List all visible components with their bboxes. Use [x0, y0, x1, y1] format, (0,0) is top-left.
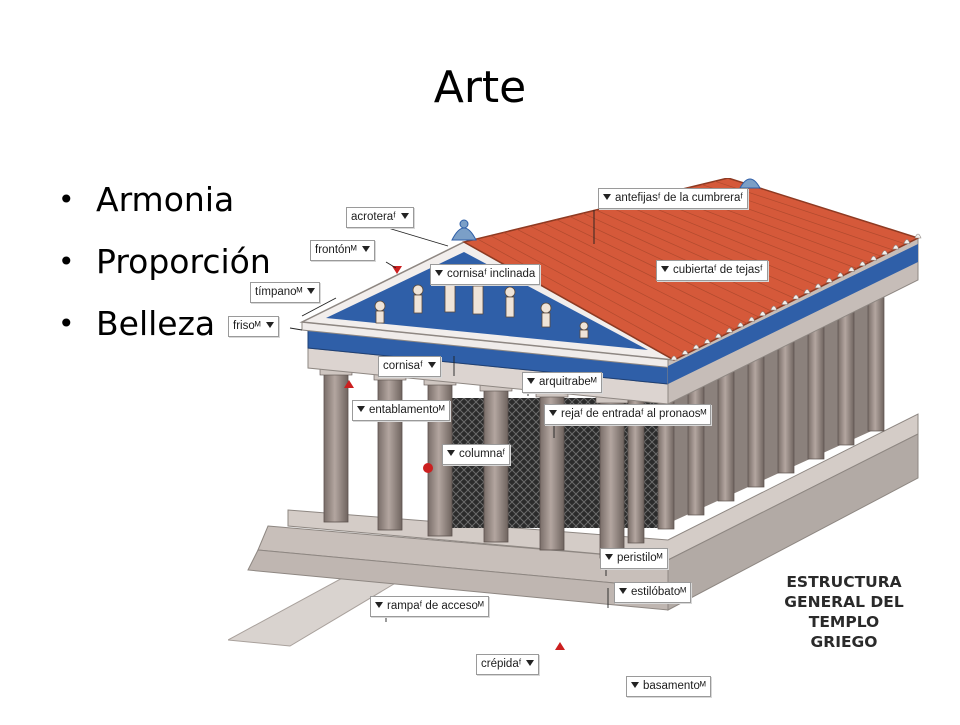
chevron-down-icon: [361, 246, 370, 252]
column: [599, 401, 625, 559]
label-pediment: frontónᴹ: [310, 240, 375, 261]
red-markers: [344, 266, 565, 650]
antefix: [836, 272, 844, 278]
antefix: [714, 333, 722, 339]
antefix: [703, 339, 711, 344]
column: [483, 389, 509, 543]
antefix: [892, 244, 900, 250]
antefix: [681, 350, 689, 355]
chevron-down-icon: [605, 554, 613, 560]
antefix: [848, 266, 855, 272]
antefix: [825, 278, 833, 283]
bullet-item: Proporción: [58, 238, 271, 300]
greek-temple-diagram: antefijasᶠ de la cumbreraᶠ acroteraᶠ fro…: [226, 177, 934, 720]
antefix: [737, 322, 744, 328]
label-peristyle: peristiloᴹ: [600, 548, 668, 569]
temple-illustration: [226, 177, 922, 650]
roof-tile-row: [477, 238, 687, 355]
roof-tile-row: [609, 206, 809, 294]
roof-tile-row: [648, 196, 845, 275]
label-architrave: arquitrabeᴹ: [522, 372, 602, 393]
antefixes: [670, 233, 922, 361]
slide-title: Arte: [433, 62, 527, 113]
roof-tile-row: [490, 235, 699, 349]
bullet-item: Belleza: [58, 300, 271, 362]
chevron-down-icon: [527, 378, 535, 384]
chevron-down-icon: [435, 270, 443, 276]
chevron-down-icon: [400, 213, 409, 219]
chevron-down-icon: [526, 660, 535, 666]
label-antefixes: antefijasᶠ de la cumbreraᶠ: [598, 188, 748, 209]
antefix: [781, 300, 789, 305]
antefix: [814, 283, 822, 289]
antefix: [759, 311, 767, 316]
chevron-down-icon: [375, 602, 383, 608]
label-tympanum: tímpanoᴹ: [250, 282, 321, 303]
chevron-down-icon: [631, 682, 639, 688]
roof-tile-row: [595, 209, 797, 300]
roof-tile-row: [543, 222, 748, 324]
chevron-down-icon: [427, 362, 436, 368]
antefix: [726, 327, 733, 333]
label-crepidoma: crépidaᶠ: [476, 654, 540, 675]
antefix: [792, 294, 800, 300]
antefix: [670, 355, 678, 361]
label-cornice: cornisaᶠ: [378, 356, 441, 377]
antefix: [770, 305, 778, 311]
chevron-down-icon: [619, 588, 627, 594]
label-raking-cornice: cornisaᶠ inclinada: [430, 264, 541, 285]
chevron-down-icon: [661, 266, 669, 272]
antefix: [914, 233, 922, 239]
label-acroterion: acroteraᶠ: [346, 207, 414, 228]
chevron-down-icon: [603, 194, 611, 200]
tympanum: [326, 252, 648, 350]
roof-tile-row: [529, 225, 736, 330]
label-column: columnaᶠ: [442, 444, 511, 465]
acroterion: [451, 178, 761, 241]
label-access-ramp: rampaᶠ de accesoᴹ: [370, 596, 489, 617]
roof-tile-row: [622, 203, 821, 288]
label-frieze: frisoᴹ: [228, 316, 279, 337]
roof-tile-row: [516, 228, 723, 336]
bullet-list: Armonia Proporción Belleza: [58, 176, 271, 362]
antefix: [859, 261, 866, 267]
frieze-side: [668, 244, 918, 384]
chevron-down-icon: [447, 450, 455, 456]
bullet-item: Armonia: [58, 176, 271, 238]
label-entablature: entablamentoᴹ: [352, 400, 450, 421]
antefix: [903, 239, 911, 244]
chevron-down-icon: [307, 288, 316, 294]
antefix: [881, 250, 889, 255]
antefix: [803, 289, 811, 294]
label-basement: basamentoᴹ: [626, 676, 711, 697]
chevron-down-icon: [357, 406, 365, 412]
label-stylobate: estilóbatoᴹ: [614, 582, 692, 603]
antefix: [870, 255, 878, 261]
antefix: [748, 316, 756, 322]
chevron-down-icon: [265, 322, 274, 328]
label-pronaos-grille: rejaᶠ de entradaᶠ al pronaosᴹ: [544, 404, 712, 425]
diagram-caption: ESTRUCTURA GENERAL DEL TEMPLO GRIEGO: [784, 573, 904, 651]
roof-tile-row: [503, 232, 711, 343]
label-roof: cubiertaᶠ de tejasᶠ: [656, 260, 768, 281]
antefix: [692, 344, 700, 350]
roof-tile-row: [582, 212, 784, 306]
roof-tile-row: [635, 200, 833, 282]
chevron-down-icon: [549, 410, 557, 416]
column: [323, 373, 349, 523]
